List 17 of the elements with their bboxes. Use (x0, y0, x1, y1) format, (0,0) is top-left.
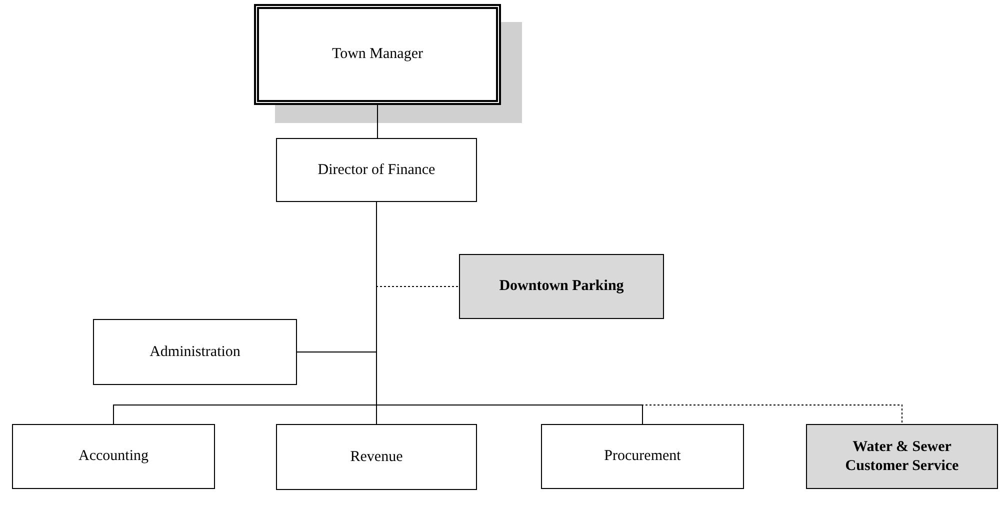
connector-line (377, 104, 378, 138)
box-label: Accounting (78, 447, 148, 466)
org-box (254, 4, 501, 105)
org-box (276, 424, 477, 490)
org-box (276, 138, 477, 202)
box-label: Administration (150, 342, 240, 362)
box-label: Town Manager (332, 45, 423, 64)
box-label: Director of Finance (318, 160, 436, 180)
org-box (93, 319, 297, 385)
box-label: Water & Sewer Customer Service (844, 438, 960, 476)
box-label: Procurement (604, 447, 681, 466)
org-box (459, 254, 664, 319)
org-box (541, 424, 744, 489)
box-label: Downtown Parking (499, 277, 624, 296)
org-box (806, 424, 998, 489)
org-box (12, 424, 215, 489)
box-label: Revenue (350, 448, 403, 466)
